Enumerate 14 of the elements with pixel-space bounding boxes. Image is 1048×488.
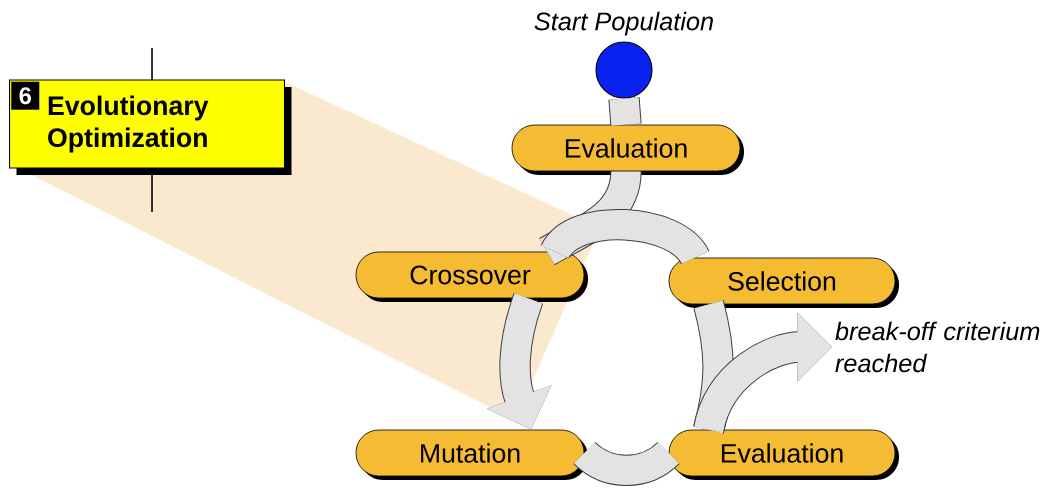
step-pill: Evaluation bbox=[668, 429, 899, 480]
step-pill: Evaluation bbox=[511, 124, 744, 175]
step-pill: Mutation bbox=[355, 429, 588, 480]
circle-caption: Start Population bbox=[534, 11, 713, 36]
outcome-text: break-off criterium reached bbox=[835, 321, 1040, 373]
start-circle bbox=[595, 41, 653, 99]
title-box: Evolutionary Optimization 6 bbox=[9, 79, 292, 175]
step-pill: Selection bbox=[668, 257, 899, 308]
flow-pipe bbox=[539, 170, 642, 266]
step-pill: Crossover bbox=[355, 251, 588, 302]
flow-pipe bbox=[693, 300, 734, 434]
flow-pipe bbox=[608, 97, 642, 126]
flow-pipe bbox=[542, 209, 709, 267]
flow-pipe bbox=[574, 441, 679, 487]
